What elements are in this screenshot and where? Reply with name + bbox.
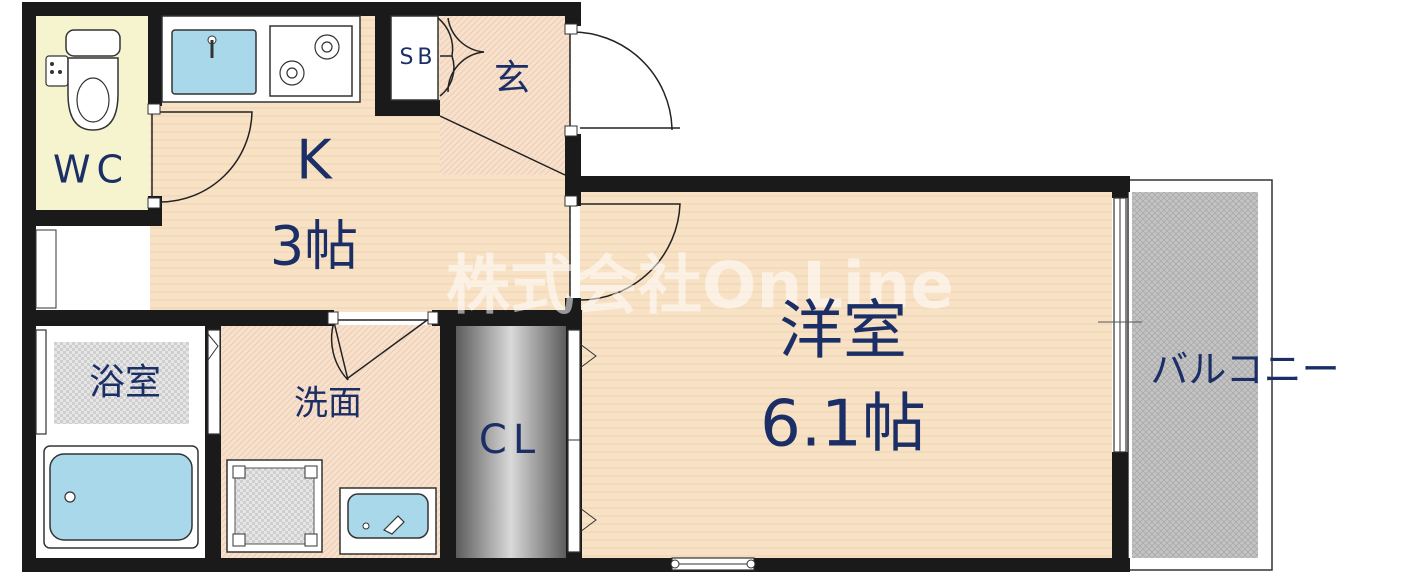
sliding-doors bbox=[35, 197, 1142, 571]
toilet-icon bbox=[45, 29, 121, 131]
shoe-box bbox=[390, 15, 439, 101]
doors bbox=[147, 17, 681, 381]
western-size-label: 6.1帖 bbox=[760, 388, 926, 462]
watermark-text: 株式会社OnLine bbox=[446, 250, 954, 324]
balcony-area bbox=[1127, 179, 1273, 571]
balcony-label: バルコニー bbox=[1150, 348, 1339, 392]
closet-label: CL bbox=[479, 417, 541, 463]
bathtub-icon bbox=[43, 445, 199, 549]
entrance-step bbox=[439, 115, 566, 176]
kitchen-label: K bbox=[296, 129, 333, 192]
closet-fill bbox=[455, 325, 567, 558]
kitchen-counter bbox=[161, 15, 361, 103]
bath-tile-area bbox=[54, 342, 189, 424]
window-left bbox=[35, 229, 57, 309]
entrance-label: 玄 bbox=[494, 58, 530, 99]
bath-label: 浴室 bbox=[89, 362, 161, 403]
washroom-label: 洗面 bbox=[294, 384, 362, 424]
wc-label: WC bbox=[53, 148, 129, 192]
western-label: 洋室 bbox=[779, 295, 907, 369]
western-floor bbox=[580, 192, 1112, 558]
wash-basin-icon bbox=[339, 487, 437, 555]
washer-pan-icon bbox=[226, 459, 323, 553]
sb-label: SB bbox=[399, 45, 436, 70]
kitchen-size-label: 3帖 bbox=[270, 215, 358, 278]
